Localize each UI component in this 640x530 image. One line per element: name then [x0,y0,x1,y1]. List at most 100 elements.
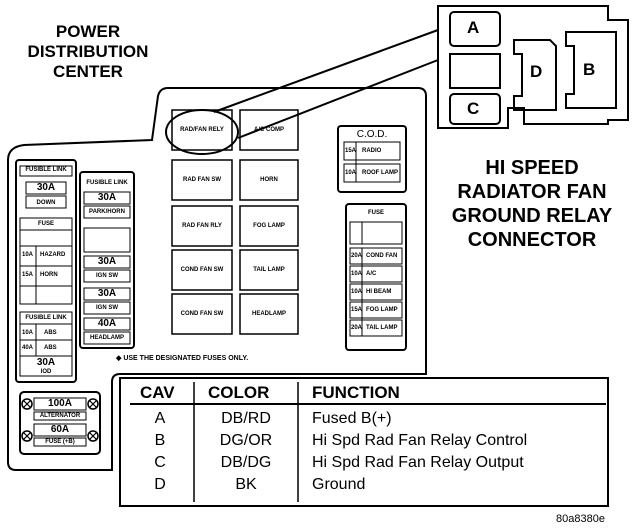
table-col-cav: A B C D [130,408,190,496]
relay-label: COND FAN SW [180,267,224,273]
table-col-function: Fused B(+) Hi Spd Rad Fan Relay Control … [312,408,604,496]
color-cell: DB/DG [220,454,272,471]
mid-item-amp: 40A [97,318,117,329]
cav-cell: C [154,454,166,471]
cavity-b [565,31,617,109]
fuse-name: A/C [366,271,377,277]
left-fuse-name: HAZARD [40,252,66,258]
left-fl2-30a-sub: IOD [40,369,52,375]
left-fl2-30a: 30A [36,357,56,368]
relay-label: TAIL LAMP [253,267,285,273]
relay-label: RAD FAN SW [183,177,221,183]
bottom-block-outline [19,391,101,455]
fuse-amp: 15A [351,307,363,313]
cav-cell: B [154,432,166,449]
cod-name: RADIO [362,148,382,154]
callout-line-1 [213,29,439,113]
fuse-name: TAIL LAMP [366,325,398,331]
relay-label: RAD FAN RLY [182,223,222,229]
cavity-c [449,93,501,125]
connector-outline [437,5,629,129]
mid-item-amp: 30A [97,288,117,299]
left-fuse-amp: 15A [22,272,34,278]
left-fl2-amp: 10A [22,330,34,336]
left-fuse-header: FUSE [37,221,54,227]
bottom-item-name: ALTERNATOR [39,413,81,419]
mid-block-outline [79,171,135,349]
color-cell: BK [235,476,257,493]
fuse-name: COND FAN [366,253,398,259]
mid-item-amp: 30A [97,256,117,267]
left-fusible-link-header: FUSIBLE LINK [25,167,67,173]
table-header-color: COLOR [208,383,270,402]
cavity-d [513,39,557,111]
cavity-a [449,11,501,47]
cod-name: ROOF LAMP [362,170,398,176]
cod-amp: 10A [345,170,357,176]
cod-header: C.O.D. [356,129,388,140]
relay-label: FOG LAMP [253,223,285,229]
left-fl-sub: DOWN [36,200,56,206]
pdc-title: POWER DISTRIBUTION CENTER [27,22,149,81]
relay-box [171,109,233,151]
bottom-item-amp: 60A [50,424,70,435]
relay-box [239,293,299,335]
fuse-name: FOG LAMP [366,307,398,313]
left-fl-amp: 30A [36,182,56,193]
color-cell: DG/OR [219,432,273,449]
cavity-label-a: A [467,18,480,37]
fuse-name: HI BEAM [366,289,392,295]
color-cell: DB/RD [221,410,271,427]
table-header-function: FUNCTION [312,383,400,402]
cod-amp: 15A [345,148,357,154]
cod-block-outline [337,125,407,193]
pdc-housing-outline [7,87,427,471]
function-cell: Hi Spd Rad Fan Relay Control [312,432,528,449]
relay-box [239,109,299,151]
relay-label: HEADLAMP [252,311,286,317]
figure-code: 80a8380e [556,513,605,525]
relay-box [171,249,233,291]
connector-title: HI SPEED RADIATOR FAN GROUND RELAY CONNE… [451,157,613,251]
fuse-amp: 10A [351,289,363,295]
cav-cell: A [154,410,166,427]
relay-label: HORN [260,177,278,183]
function-cell: Hi Spd Rad Fan Relay Output [312,454,524,471]
cavity-label-b: B [583,60,596,79]
relay-label: RAD/FAN RELY [180,127,224,133]
mid-item-name: HEADLAMP [90,335,124,341]
function-cell: Ground [312,476,366,493]
mid-item-name: PARK/HORN [89,209,125,215]
callout-line-2 [237,59,439,139]
cavity-label-c: C [467,99,480,118]
table-col-color: DB/RD DG/OR DB/DG BK [198,408,294,496]
mid-item-name: IGN SW [96,273,118,279]
mid-block-header: FUSIBLE LINK [86,180,128,186]
left-fl2-name: ABS [44,330,57,336]
left-fuse-amp: 10A [22,252,34,258]
cavity-left-mid [449,53,501,89]
fuse-amp: 20A [351,253,363,259]
relay-box [239,249,299,291]
relay-box [171,159,233,201]
relay-box [171,293,233,335]
left-fuse-name: HORN [40,272,58,278]
relay-label: COND FAN SW [180,311,224,317]
table-header-cav: CAV [140,383,175,402]
bottom-item-name: FUSE (+B) [45,439,75,445]
fuse-note: ◆ USE THE DESIGNATED FUSES ONLY. [116,355,249,362]
table-outline [119,377,609,507]
left-fl2-name: ABS [44,345,57,351]
mid-item-name: IGN SW [96,305,118,311]
relay-box [239,205,299,247]
relay-label: A/C COMP [254,127,284,133]
relay-box [171,205,233,247]
fuse-block-outline [345,203,407,351]
fuse-amp: 10A [351,271,363,277]
function-cell: Fused B(+) [312,410,392,427]
fuse-amp: 20A [351,325,363,331]
fuse-block-header: FUSE [367,210,384,216]
left-fl2-amp: 40A [22,345,34,351]
left-block-outline [15,159,77,383]
